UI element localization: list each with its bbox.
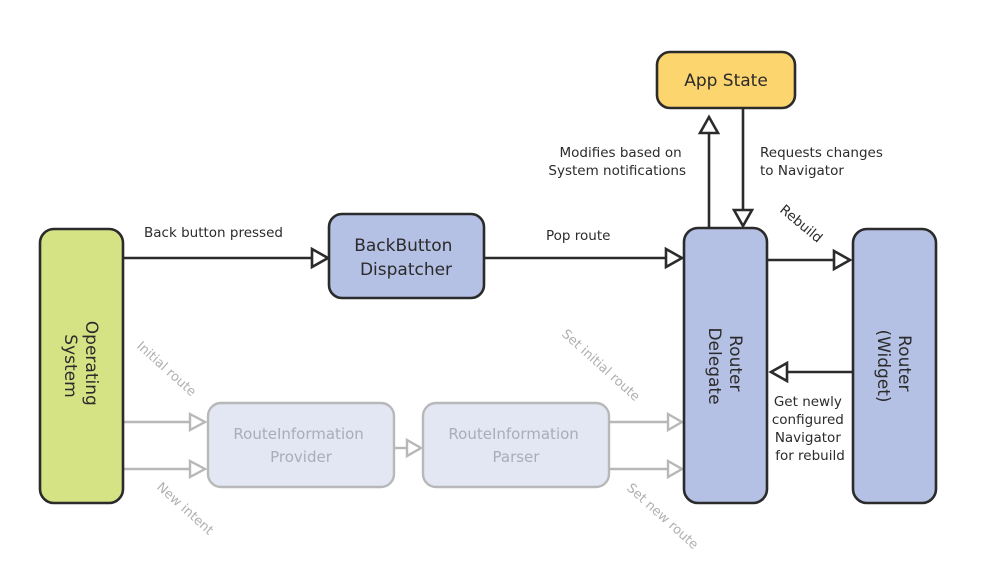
operating-system-box bbox=[38, 227, 125, 505]
backbutton-dispatcher-line1: BackButton bbox=[354, 236, 452, 256]
router-delegate-label: Router Delegate bbox=[704, 327, 745, 404]
label-get-newly-line1: Get newly bbox=[774, 394, 842, 410]
label-requests-changes: Requests changes to Navigator bbox=[760, 145, 887, 179]
active-edges bbox=[124, 109, 853, 384]
label-get-newly: Get newly configured Navigator for rebui… bbox=[772, 394, 848, 464]
operating-system-line2: System bbox=[60, 334, 80, 397]
label-requests-changes-line2: to Navigator bbox=[760, 163, 844, 179]
router-widget-label: Router (Widget) bbox=[873, 329, 914, 402]
node-router-widget: Router (Widget) bbox=[851, 227, 938, 505]
arrowhead-initial-route bbox=[188, 412, 208, 432]
label-modifies-line1: Modifies based on bbox=[559, 145, 681, 161]
label-get-newly-line3: Navigator bbox=[775, 430, 842, 446]
node-router-delegate: Router Delegate bbox=[682, 226, 769, 505]
router-delegate-line1: Router bbox=[725, 335, 745, 391]
route-information-parser-label: RouteInformation Parser bbox=[448, 425, 583, 466]
arrowhead-modifies bbox=[697, 114, 721, 135]
label-get-newly-line4: for rebuild bbox=[775, 448, 845, 464]
arrowhead-pop-route bbox=[664, 246, 685, 270]
route-information-parser-line2: Parser bbox=[493, 448, 541, 466]
label-rebuild: Rebuild bbox=[776, 202, 825, 247]
node-app-state: App State bbox=[655, 50, 797, 110]
label-get-newly-line2: configured bbox=[772, 412, 844, 428]
label-modifies: Modifies based on System notifications bbox=[548, 145, 686, 179]
label-new-intent: New intent bbox=[153, 480, 216, 539]
operating-system-label: Operating System bbox=[60, 321, 101, 411]
node-backbutton-dispatcher: BackButton Dispatcher bbox=[327, 212, 486, 300]
node-route-information-parser: RouteInformation Parser bbox=[421, 401, 611, 489]
route-information-provider-line2: Provider bbox=[270, 448, 333, 466]
label-initial-route: Initial route bbox=[133, 339, 198, 400]
dim-edges bbox=[124, 411, 685, 480]
label-back-button-pressed: Back button pressed bbox=[144, 225, 283, 241]
route-information-parser-box bbox=[421, 401, 611, 489]
node-operating-system: Operating System bbox=[38, 227, 125, 505]
route-information-provider-label: RouteInformation Provider bbox=[233, 425, 368, 466]
route-information-parser-line1: RouteInformation bbox=[448, 425, 578, 443]
label-set-initial-route: Set initial route bbox=[558, 327, 642, 405]
label-requests-changes-line1: Requests changes bbox=[760, 145, 883, 161]
label-pop-route: Pop route bbox=[546, 228, 610, 244]
arrowhead-rebuild bbox=[832, 248, 853, 272]
arrowhead-back-button-pressed bbox=[310, 246, 331, 270]
backbutton-dispatcher-box bbox=[327, 212, 486, 300]
app-state-box bbox=[655, 50, 797, 110]
route-information-provider-line1: RouteInformation bbox=[233, 425, 363, 443]
arrowhead-set-initial-route bbox=[666, 411, 685, 433]
router-delegate-line2: Delegate bbox=[704, 327, 724, 404]
node-route-information-provider: RouteInformation Provider bbox=[206, 401, 396, 489]
router-delegate-box bbox=[682, 226, 769, 505]
route-information-provider-box bbox=[206, 401, 396, 489]
backbutton-dispatcher-line2: Dispatcher bbox=[360, 260, 452, 280]
label-modifies-line2: System notifications bbox=[548, 163, 686, 179]
arrowhead-get-newly bbox=[768, 360, 789, 384]
arrowhead-new-intent bbox=[188, 459, 208, 479]
arrowhead-set-new-route bbox=[666, 458, 685, 480]
router-widget-line2: (Widget) bbox=[873, 329, 893, 402]
arrowhead-requests-changes bbox=[731, 208, 755, 229]
operating-system-line1: Operating bbox=[81, 321, 101, 406]
arrowhead-provider-parser bbox=[405, 437, 424, 459]
router-widget-line1: Router bbox=[894, 335, 914, 391]
backbutton-dispatcher-label: BackButton Dispatcher bbox=[354, 236, 458, 280]
app-state-label: App State bbox=[684, 71, 768, 91]
router-widget-box bbox=[851, 227, 938, 505]
